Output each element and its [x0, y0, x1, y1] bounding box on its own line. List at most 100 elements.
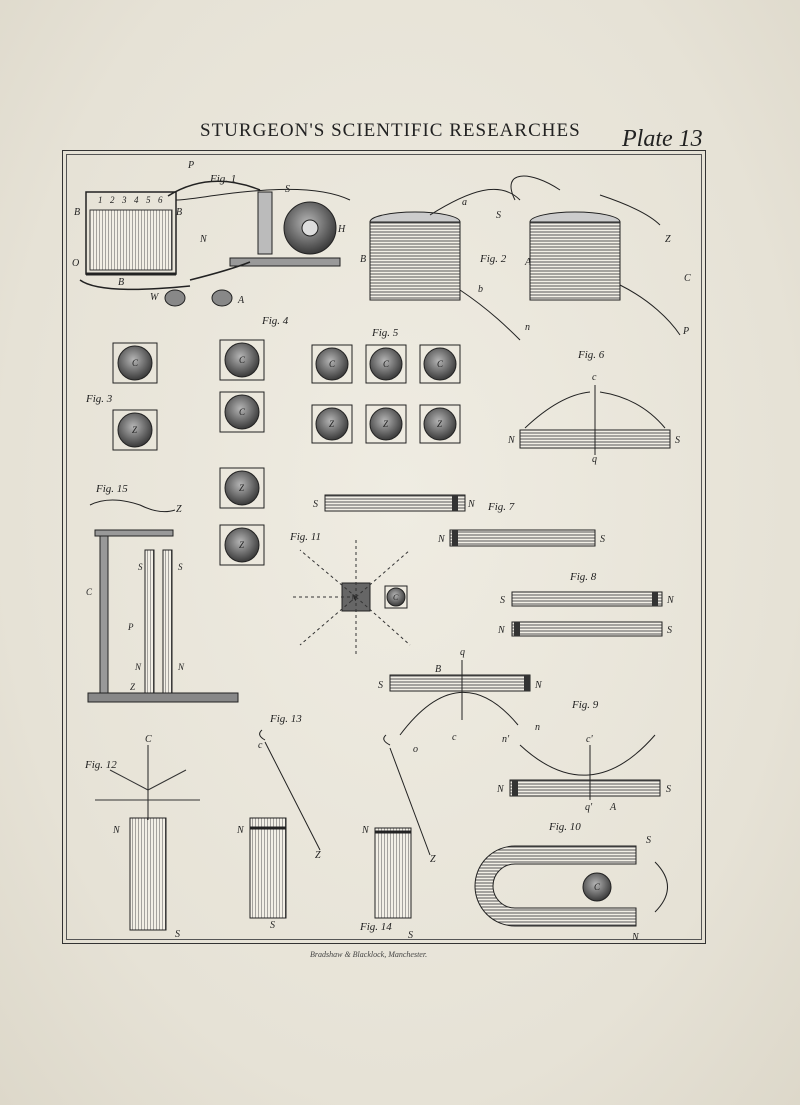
svg-text:B: B — [360, 254, 366, 265]
svg-text:B: B — [118, 277, 124, 288]
svg-text:P: P — [682, 326, 689, 337]
svg-text:S: S — [270, 920, 275, 931]
svg-text:S: S — [496, 210, 501, 221]
svg-text:N: N — [112, 825, 121, 836]
svg-text:B: B — [176, 207, 182, 218]
svg-text:S: S — [285, 184, 290, 195]
svg-text:C: C — [393, 593, 399, 602]
svg-text:b: b — [478, 284, 483, 295]
svg-text:S: S — [138, 562, 143, 572]
figure-13: c N S Z Fig. 13 — [236, 713, 321, 931]
printer-credit: Bradshaw & Blacklock, Manchester. — [310, 950, 428, 959]
svg-text:o: o — [413, 744, 418, 755]
svg-text:S: S — [313, 499, 318, 510]
svg-text:Fig. 4: Fig. 4 — [261, 315, 289, 327]
svg-text:C: C — [383, 359, 390, 369]
svg-text:n: n — [535, 722, 540, 733]
book-title: STURGEON'S SCIENTIFIC RESEARCHES — [200, 120, 581, 141]
svg-text:Z: Z — [665, 234, 671, 245]
svg-text:S: S — [646, 835, 651, 846]
svg-text:a: a — [462, 197, 467, 208]
coil-right — [529, 221, 621, 301]
svg-text:Z: Z — [315, 850, 321, 861]
svg-text:C: C — [684, 273, 691, 284]
svg-text:S: S — [175, 929, 180, 940]
svg-text:Z: Z — [239, 483, 245, 493]
figure-7: S N Fig. 7 N S — [313, 494, 605, 547]
svg-text:S: S — [408, 930, 413, 941]
svg-text:q: q — [460, 647, 465, 658]
svg-text:C: C — [86, 587, 93, 597]
plate-frame — [62, 150, 706, 944]
svg-text:n': n' — [502, 734, 510, 745]
coil-left — [369, 221, 461, 301]
svg-text:O: O — [72, 258, 79, 269]
svg-text:N: N — [177, 662, 185, 672]
svg-text:5: 5 — [146, 195, 151, 205]
figure-10: C S N Fig. 10 — [474, 821, 668, 943]
svg-text:S: S — [378, 680, 383, 691]
svg-text:Fig. 14: Fig. 14 — [359, 921, 392, 933]
svg-text:Z: Z — [239, 540, 245, 550]
svg-text:3: 3 — [121, 195, 127, 205]
svg-text:C: C — [145, 734, 152, 745]
svg-text:N: N — [496, 784, 505, 795]
svg-text:Z: Z — [130, 682, 136, 692]
svg-text:S: S — [675, 435, 680, 446]
battery-plates — [89, 209, 173, 271]
svg-text:N: N — [134, 662, 142, 672]
svg-text:A: A — [609, 802, 617, 813]
svg-text:c: c — [592, 372, 597, 383]
svg-text:Fig. 12: Fig. 12 — [84, 759, 117, 771]
svg-text:C: C — [594, 882, 601, 892]
figure-3: C Z Fig. 3 — [85, 342, 158, 451]
label-P: P — [187, 160, 194, 171]
svg-text:C: C — [437, 359, 444, 369]
fig-1-label: Fig. 1 — [209, 173, 236, 185]
svg-text:C: C — [329, 359, 336, 369]
svg-text:Z: Z — [329, 419, 335, 429]
svg-text:N: N — [437, 534, 446, 545]
svg-text:6: 6 — [158, 195, 163, 205]
svg-text:Fig. 7: Fig. 7 — [487, 501, 515, 513]
figure-6: N S c q Fig. 6 — [507, 349, 680, 465]
svg-text:c: c — [452, 732, 457, 743]
svg-text:c': c' — [586, 734, 593, 745]
svg-text:4: 4 — [134, 195, 139, 205]
svg-text:N: N — [631, 932, 640, 943]
svg-text:S: S — [178, 562, 183, 572]
svg-text:n: n — [525, 322, 530, 333]
figure-12: C N S Fig. 12 — [84, 734, 200, 940]
svg-text:N: N — [497, 625, 506, 636]
svg-text:Fig. 5: Fig. 5 — [371, 327, 399, 339]
svg-text:Fig. 10: Fig. 10 — [548, 821, 581, 833]
svg-text:Fig. 8: Fig. 8 — [569, 571, 597, 583]
plate-frame-inner — [66, 154, 702, 940]
svg-text:S: S — [667, 625, 672, 636]
svg-text:Fig. 2: Fig. 2 — [479, 253, 507, 265]
svg-text:1: 1 — [98, 195, 103, 205]
svg-text:Z: Z — [437, 419, 443, 429]
svg-text:N: N — [467, 499, 476, 510]
figure-1: P B B O B W A N S H Fig. 1 1 2 3 4 5 6 — [72, 160, 351, 307]
svg-text:Fig. 6: Fig. 6 — [577, 349, 605, 361]
figure-11: N C Fig. 11 — [289, 531, 411, 655]
svg-text:P: P — [127, 622, 134, 632]
svg-text:c: c — [258, 740, 263, 751]
figure-2: a S b B A Z C P n Fig. 2 — [360, 175, 691, 341]
svg-text:Fig. 9: Fig. 9 — [571, 699, 599, 711]
svg-text:B: B — [74, 207, 80, 218]
svg-text:C: C — [239, 407, 246, 417]
svg-text:N: N — [361, 825, 370, 836]
svg-text:S: S — [500, 595, 505, 606]
svg-text:q': q' — [585, 802, 593, 813]
svg-text:Fig. 3: Fig. 3 — [85, 393, 113, 405]
figure-14: o N S Z Fig. 14 — [359, 734, 436, 941]
svg-text:N: N — [507, 435, 516, 446]
svg-text:q: q — [592, 454, 597, 465]
svg-text:Z: Z — [176, 504, 182, 515]
svg-text:N: N — [534, 680, 543, 691]
figure-9: S N B q c n N S c' q' A n' Fig. 9 — [378, 647, 671, 813]
